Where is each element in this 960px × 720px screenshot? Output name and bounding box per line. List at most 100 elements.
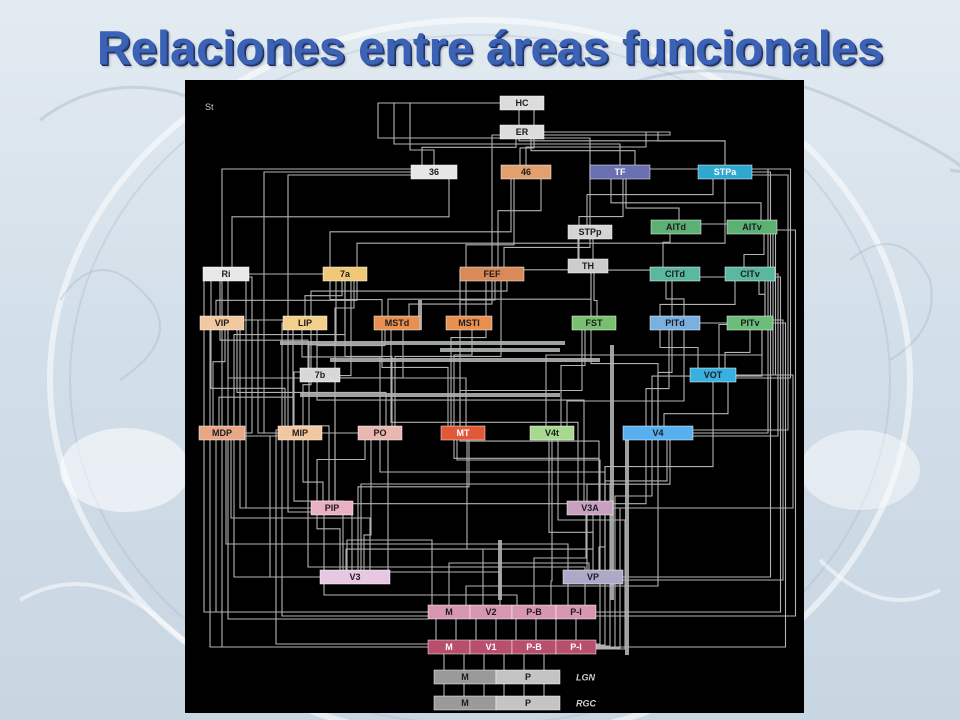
area-label: FST (586, 318, 604, 328)
area-box-rect (499, 124, 545, 140)
connection-line (231, 179, 450, 267)
area-label: FEF (484, 269, 502, 279)
area-box-rect (529, 425, 575, 441)
area-label: MT (457, 428, 470, 438)
connection-line (390, 330, 579, 501)
area-box-th: TH (567, 258, 609, 274)
connection-line (304, 281, 343, 316)
area-box-rect (198, 425, 246, 441)
area-box-v4: V4 (622, 425, 694, 441)
connection-line (586, 440, 671, 570)
connection-line (387, 440, 501, 605)
area-box-hc: HC (499, 95, 545, 111)
area-label: STPp (578, 227, 602, 237)
area-label: Ri (222, 269, 231, 279)
bar-cell (555, 604, 597, 620)
area-label: 7b (315, 370, 326, 380)
area-box-rect (649, 266, 701, 282)
bar-cell (495, 695, 561, 711)
connection-line (659, 281, 736, 316)
connection-line (221, 168, 428, 648)
connection-line (503, 239, 591, 267)
connection-line (533, 515, 587, 605)
bar-cell-label: M (461, 672, 469, 682)
connection-line (693, 273, 779, 437)
connection-line (545, 330, 763, 426)
connection-line (550, 440, 553, 605)
area-box-mt: MT (440, 425, 486, 441)
connection-line (323, 515, 518, 605)
area-box-tf: TF (589, 164, 651, 180)
connection-line (387, 273, 592, 316)
area-label: CITd (665, 269, 685, 279)
area-box-rect (202, 266, 250, 282)
area-box-vp: VP (562, 569, 624, 585)
connection-line (316, 330, 386, 368)
connection-line (743, 234, 765, 267)
connection-line (316, 440, 366, 501)
connection-line (329, 179, 512, 267)
connection-line (456, 440, 601, 645)
area-box-fst: FST (571, 315, 617, 331)
connection-line (408, 281, 493, 316)
area-label: TF (615, 167, 626, 177)
area-box-stpp: STPp (567, 224, 613, 240)
area-label: MSTl (458, 318, 480, 328)
connection-line (593, 273, 598, 316)
area-box-citv: CITv (724, 266, 776, 282)
area-box-rect (726, 315, 774, 331)
area-box-rect (282, 315, 328, 331)
area-label: V4t (545, 428, 559, 438)
area-label: PIP (325, 503, 340, 513)
connection-line (236, 330, 387, 426)
area-label: V4 (652, 428, 663, 438)
connection-line (281, 322, 428, 617)
area-box-rect (726, 219, 778, 235)
connection-line (360, 483, 611, 647)
connection-line (450, 281, 487, 426)
area-box-rect (299, 367, 341, 383)
bar-cell-label: M (461, 698, 469, 708)
connection-line (610, 179, 762, 220)
connection-line (212, 330, 226, 426)
connection-line (316, 515, 341, 570)
connection-line (586, 179, 714, 225)
connection-line (693, 174, 789, 431)
connection-line (497, 179, 542, 267)
connection-line (357, 440, 470, 570)
area-box-rect (571, 315, 617, 331)
area-box-v3: V3 (319, 569, 391, 585)
bar-cell-label: P (525, 698, 531, 708)
area-box-pip: PIP (310, 500, 354, 516)
area-box-rect (310, 500, 354, 516)
connection-line (613, 374, 794, 509)
area-box-rect (697, 164, 753, 180)
area-box-pitd: PITd (649, 315, 701, 331)
area-box-rect (357, 425, 403, 441)
connection-line (302, 330, 312, 426)
area-box-rect (319, 569, 391, 585)
area-box-v4t: V4t (529, 425, 575, 441)
area-label: PO (373, 428, 386, 438)
connection-line (663, 382, 729, 426)
bar-cell (555, 639, 597, 655)
area-box-46: 46 (500, 164, 552, 180)
area-box-aitv: AITv (726, 219, 778, 235)
area-box-rect (459, 266, 525, 282)
area-box-citd: CITd (649, 266, 701, 282)
area-label: V3A (581, 503, 599, 513)
area-box-rect (500, 164, 552, 180)
area-box-mstl: MSTl (445, 315, 493, 331)
connection-line (560, 330, 586, 426)
area-box-rect (373, 315, 421, 331)
connection-line (334, 330, 404, 501)
connection-line (566, 330, 685, 426)
area-box-pitv: PITv (726, 315, 774, 331)
area-label: LIP (298, 318, 312, 328)
connection-line (530, 139, 636, 165)
bar-row-label: RGC (576, 699, 597, 709)
